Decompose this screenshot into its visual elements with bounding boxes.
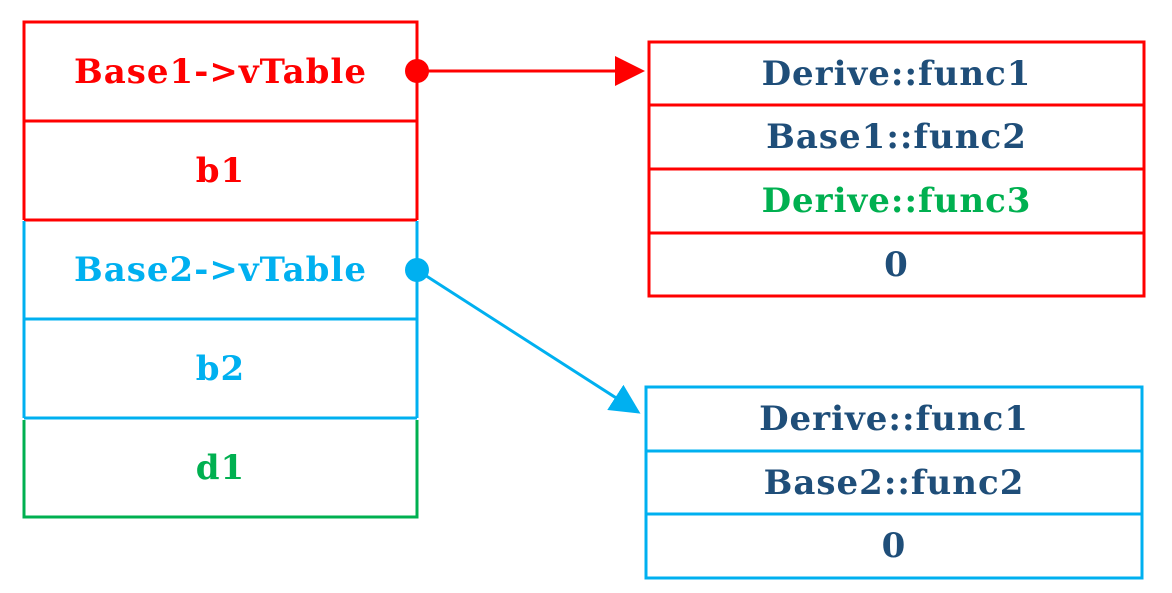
base2-vtable-arrow [416,268,641,414]
base2-vtable-pointer-cell: Base2->vTable [74,249,367,290]
base1-vtable-pointer-dot [405,59,429,83]
vtable1-entry-derive-func3: Derive::func3 [761,181,1032,221]
object-layout-borders [22,20,419,519]
vtable2-entry-derive-func1: Derive::func1 [759,399,1029,439]
d1-member-cell: d1 [195,447,246,488]
vtable2-borders [644,385,1144,580]
b2-member-cell: b2 [195,348,246,389]
base2-vtable-pointer-dot [405,258,429,282]
vtable1-borders [647,40,1146,298]
base1-vtable-pointer-cell: Base1->vTable [74,51,367,92]
vtable1-entry-derive-func1: Derive::func1 [761,53,1032,94]
vtable1-entry-terminator: 0 [884,244,909,285]
vtable2-entry-base2-func2: Base2::func2 [763,462,1025,503]
vtable1-entry-base1-func2: Base1::func2 [766,117,1027,157]
b1-member-cell: b1 [195,150,246,191]
vtable2-entry-terminator: 0 [881,526,907,566]
